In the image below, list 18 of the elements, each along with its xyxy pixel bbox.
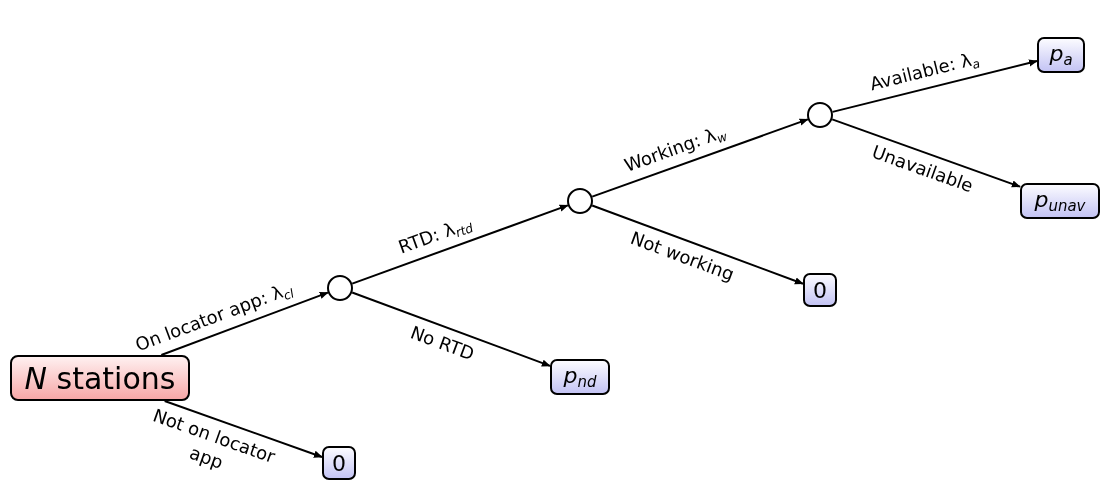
arrow xyxy=(351,204,569,285)
outcome-box: p$_{a}$ xyxy=(1037,37,1085,73)
arrow xyxy=(831,118,1021,188)
chance-node-circle xyxy=(567,188,593,214)
arrow xyxy=(591,204,804,285)
outcome-box: p$_{nd}$ xyxy=(550,359,610,395)
edge-label: No RTD xyxy=(407,320,478,366)
arrow xyxy=(351,291,551,367)
root-node-box: N stations xyxy=(10,355,190,401)
outcome-box: p$_{unav}$ xyxy=(1020,183,1100,219)
outcome-box: 0 xyxy=(322,446,356,480)
arrow xyxy=(160,291,329,356)
chance-node-circle xyxy=(327,275,353,301)
arrow xyxy=(831,59,1038,113)
arrow xyxy=(591,118,809,198)
chance-node-circle xyxy=(807,102,833,128)
outcome-box: 0 xyxy=(803,273,837,307)
arrow xyxy=(163,400,323,458)
